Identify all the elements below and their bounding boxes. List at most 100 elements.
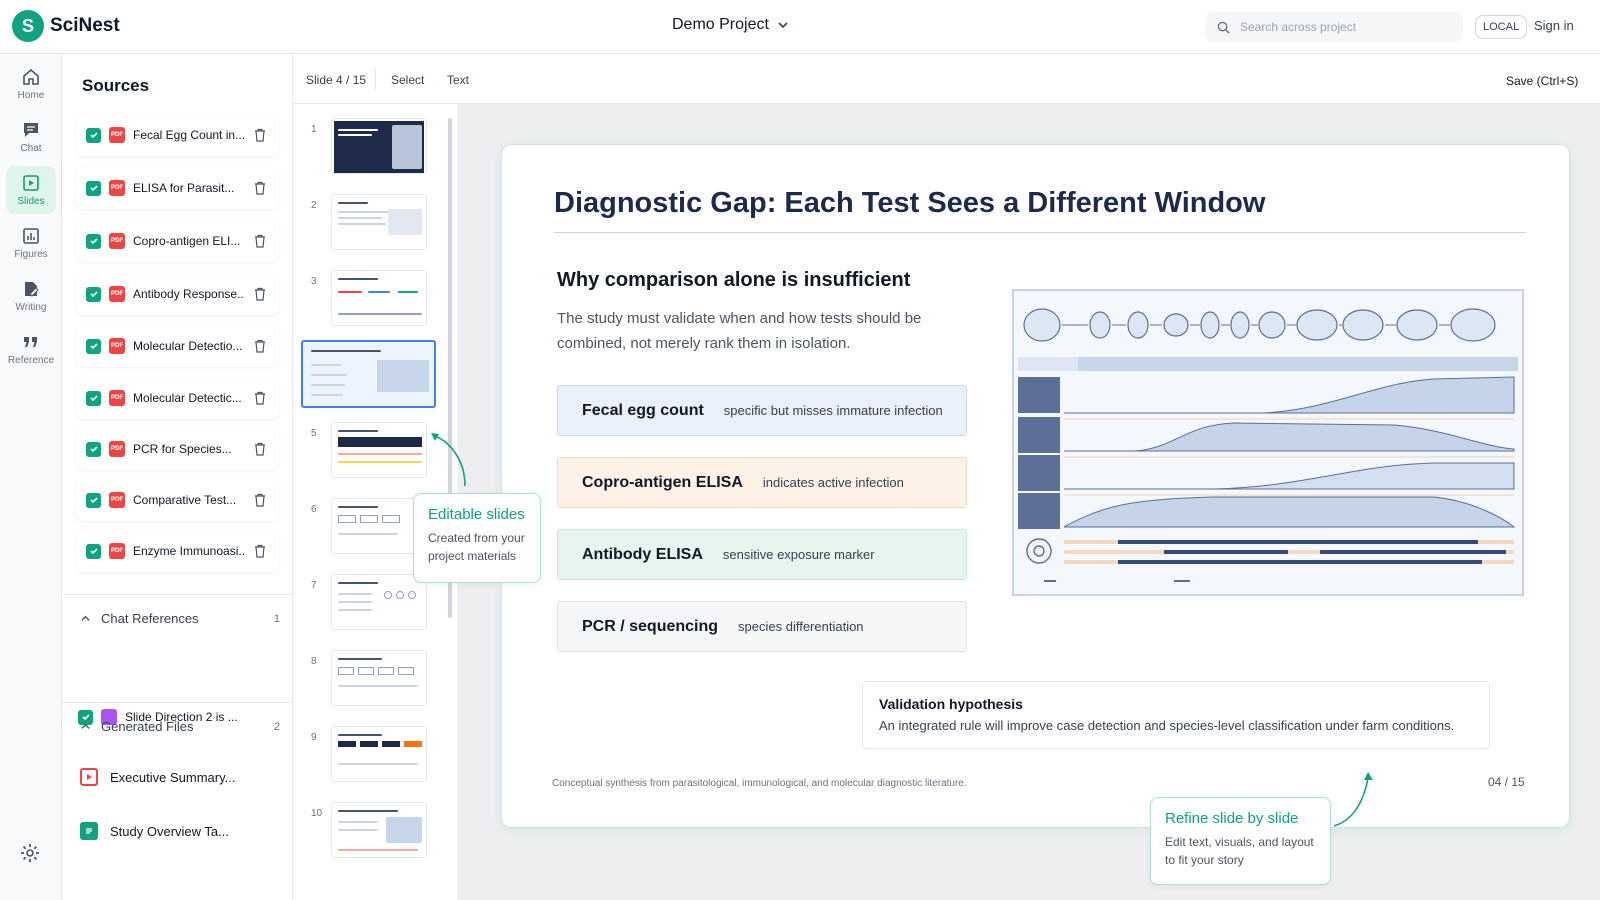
source-label: Copro-antigen ELI...: [133, 234, 241, 248]
rail-item-reference[interactable]: Reference: [6, 325, 56, 373]
search-box[interactable]: [1205, 12, 1463, 42]
chat-references-count: 1: [273, 612, 280, 625]
rail-item-figures[interactable]: Figures: [6, 219, 56, 267]
checkbox-checked[interactable]: [86, 390, 101, 406]
source-item[interactable]: PDF Molecular Detectio...: [76, 325, 279, 367]
slide-thumbnail[interactable]: [331, 194, 427, 250]
callout-title: Editable slides: [428, 506, 525, 523]
gear-icon[interactable]: [19, 842, 41, 864]
checkbox-checked[interactable]: [86, 233, 101, 249]
generated-file-item[interactable]: Executive Summary...: [80, 768, 235, 786]
thumbnail-number: 10: [311, 808, 323, 819]
chat-references-header[interactable]: Chat References 1: [80, 611, 280, 626]
trash-icon[interactable]: [253, 234, 267, 248]
slide-title[interactable]: Diagnostic Gap: Each Test Sees a Differe…: [554, 187, 1266, 219]
slide-thumbnail[interactable]: [331, 118, 427, 174]
thumbnail-number: 7: [311, 580, 317, 591]
source-item[interactable]: PDF ELISA for Parasit...: [76, 167, 279, 209]
slide-body-text[interactable]: The study must validate when and how tes…: [557, 310, 922, 352]
rail-item-home[interactable]: Home: [6, 60, 56, 108]
slide-thumbnail[interactable]: [331, 802, 427, 858]
rail-item-chat[interactable]: Chat: [6, 113, 56, 161]
chat-reference-item[interactable]: Slide Direction 2 is ...: [78, 709, 238, 725]
slide-footer-citation[interactable]: Conceptual synthesis from parasitologica…: [552, 778, 967, 789]
figures-icon: [23, 228, 39, 244]
test-name: Fecal egg count: [582, 401, 704, 419]
refine-slide-callout: Refine slide by slide Edit text, visuals…: [1150, 797, 1331, 885]
slide-canvas: Diagnostic Gap: Each Test Sees a Differe…: [459, 104, 1600, 900]
source-label: ELISA for Parasit...: [133, 181, 235, 195]
slide-thumbnail[interactable]: [331, 650, 427, 706]
diagnostic-timeline-figure[interactable]: [1012, 289, 1524, 596]
trash-icon[interactable]: [253, 442, 267, 456]
checkbox-checked[interactable]: [86, 441, 101, 457]
local-mode-badge[interactable]: LOCAL: [1475, 15, 1528, 39]
slide-thumbnail[interactable]: [331, 422, 427, 478]
search-input[interactable]: [1240, 20, 1440, 34]
hypothesis-body: An integrated rule will improve case det…: [879, 718, 1455, 733]
generated-file-item[interactable]: Study Overview Ta...: [80, 822, 229, 840]
slide-thumbnail[interactable]: [331, 270, 427, 326]
checkbox-checked[interactable]: [86, 127, 101, 143]
trash-icon[interactable]: [253, 544, 267, 558]
slide-thumbnail-active[interactable]: [301, 340, 436, 408]
trash-icon[interactable]: [253, 391, 267, 405]
home-icon: [23, 68, 39, 85]
pdf-icon: PDF: [109, 441, 125, 457]
test-name: Copro-antigen ELISA: [582, 473, 743, 491]
source-item[interactable]: PDF Fecal Egg Count in...: [76, 114, 279, 156]
rail-label-chat: Chat: [20, 143, 42, 154]
thumbnails-scrollbar[interactable]: [448, 118, 452, 618]
chat-reference-label: Slide Direction 2 is ...: [125, 710, 238, 724]
checkbox-checked[interactable]: [78, 709, 93, 725]
slide-thumbnail[interactable]: [331, 726, 427, 782]
checkbox-checked[interactable]: [86, 338, 101, 354]
test-card[interactable]: Copro-antigen ELISA indicates active inf…: [557, 457, 967, 508]
source-label: Molecular Detectic...: [133, 391, 242, 405]
test-card[interactable]: PCR / sequencing species differentiation: [557, 601, 967, 652]
test-description: specific but misses immature infection: [723, 403, 943, 418]
text-tool-button[interactable]: Text: [447, 73, 470, 87]
source-item[interactable]: PDF Molecular Detectic...: [76, 377, 279, 419]
project-selector[interactable]: Demo Project: [672, 16, 789, 34]
pdf-icon: PDF: [109, 390, 125, 406]
slide[interactable]: Diagnostic Gap: Each Test Sees a Differe…: [501, 144, 1570, 828]
timeline-illustration: [1014, 291, 1522, 594]
message-icon: [101, 709, 117, 725]
source-item[interactable]: PDF Comparative Test...: [76, 479, 279, 521]
save-button[interactable]: Save (Ctrl+S): [1506, 74, 1579, 88]
checkbox-checked[interactable]: [86, 286, 101, 302]
validation-hypothesis-box[interactable]: Validation hypothesis An integrated rule…: [862, 681, 1490, 749]
trash-icon[interactable]: [253, 339, 267, 353]
select-tool-button[interactable]: Select: [391, 73, 425, 87]
pdf-icon: PDF: [109, 127, 125, 143]
checkbox-checked[interactable]: [86, 492, 101, 508]
sign-in-link[interactable]: Sign in: [1534, 18, 1574, 33]
brand[interactable]: S SciNest: [12, 10, 120, 42]
trash-icon[interactable]: [253, 181, 267, 195]
test-card[interactable]: Fecal egg count specific but misses imma…: [557, 385, 967, 436]
title-rule: [554, 232, 1526, 233]
source-item[interactable]: PDF Copro-antigen ELI...: [76, 220, 279, 262]
pdf-icon: PDF: [109, 492, 125, 508]
slide-subtitle[interactable]: Why comparison alone is insufficient: [557, 269, 911, 291]
trash-icon[interactable]: [253, 128, 267, 142]
source-item[interactable]: PDF PCR for Species...: [76, 428, 279, 470]
editable-slides-callout: Editable slides Created from your projec…: [413, 493, 541, 583]
thumbnail-number: 6: [311, 504, 317, 515]
slide-indicator: Slide 4 / 15: [306, 73, 367, 87]
checkbox-checked[interactable]: [86, 543, 101, 559]
test-description: indicates active infection: [762, 475, 904, 490]
source-item[interactable]: PDF Enzyme Immunoasi...: [76, 530, 279, 572]
checkbox-checked[interactable]: [86, 180, 101, 196]
rail-item-writing[interactable]: Writing: [6, 272, 56, 320]
source-item[interactable]: PDF Antibody Response...: [76, 273, 279, 315]
generated-files-header[interactable]: Generated Files 2: [80, 719, 280, 734]
rail-item-slides[interactable]: Slides: [6, 166, 56, 214]
source-label: Antibody Response...: [133, 287, 245, 301]
trash-icon[interactable]: [253, 287, 267, 301]
test-card[interactable]: Antibody ELISA sensitive exposure marker: [557, 529, 967, 580]
slide-thumbnail[interactable]: [331, 574, 427, 630]
trash-icon[interactable]: [253, 493, 267, 507]
slide-thumbnail[interactable]: [331, 498, 427, 554]
